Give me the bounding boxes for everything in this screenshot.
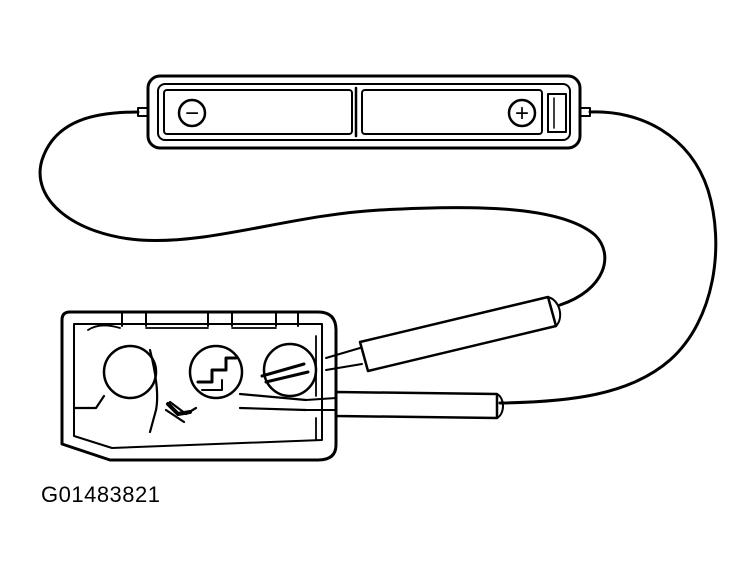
positive-terminal-icon [507,98,537,128]
battery-holder-inner-frame [157,83,571,141]
connector-cavity-1 [102,344,158,400]
upper-probe-sleeve [358,295,558,373]
connector-housing [60,310,338,462]
lower-probe-sleeve [334,390,499,420]
wires [38,110,718,405]
negative-terminal-icon [177,98,207,128]
connector-inner-wall [73,323,323,449]
positive-lead-wire [498,110,718,405]
negative-lead-wire [38,110,607,307]
battery-end-clip [547,93,567,133]
battery-holder-outer-case [146,74,582,150]
connector-cavity-3 [262,342,318,398]
internal-wiring [72,348,308,434]
cavity-3-probe-contact [260,362,310,384]
connector [60,310,338,462]
probe-sleeves [305,295,562,420]
battery-holder: − + [137,74,591,150]
figure-code: G01483821 [41,482,161,507]
battery-cell-left [163,89,353,135]
battery-cell-right [361,89,543,135]
negative-symbol: − [185,100,199,127]
cavity-2-terminal [196,356,238,384]
positive-symbol: + [515,100,529,127]
connector-cavity-2 [188,344,244,400]
